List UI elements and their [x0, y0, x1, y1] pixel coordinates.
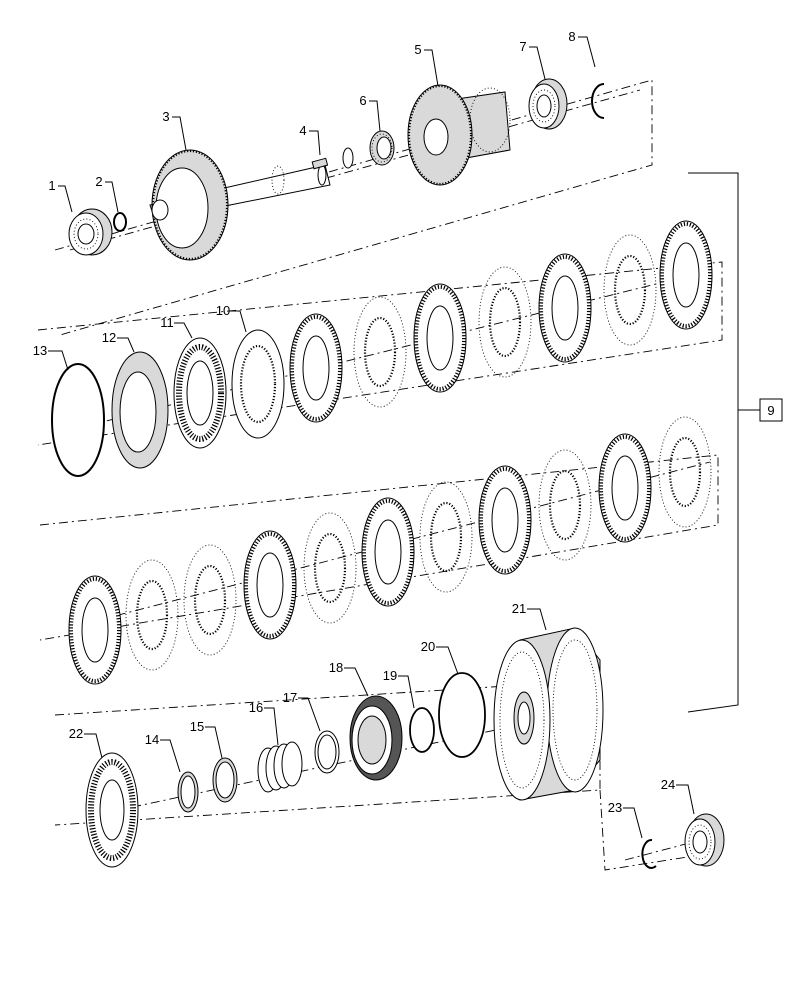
separator-plate	[538, 449, 592, 561]
callout-13: 13	[33, 343, 47, 358]
callout-11: 11	[160, 315, 174, 330]
seal-20	[438, 672, 486, 758]
separator-plate	[303, 512, 357, 624]
friction-plate	[538, 253, 592, 363]
gear-shaft-3	[149, 149, 331, 261]
piston-18	[349, 695, 403, 781]
belleville-spring-11	[173, 337, 227, 449]
frame-shaft-group	[54, 79, 653, 336]
callout-10: 10	[216, 303, 230, 318]
friction-plate	[243, 530, 297, 640]
callout-17: 17	[283, 690, 297, 705]
snap-ring-2	[113, 212, 127, 232]
snap-ring-13	[51, 363, 105, 477]
callout-9: 9	[767, 403, 774, 418]
callout-1: 1	[48, 178, 55, 193]
assembly-frames	[37, 79, 723, 871]
needle-bearing-6	[342, 130, 395, 169]
callout-24: 24	[661, 777, 675, 792]
callout-3: 3	[162, 109, 169, 124]
bearing-24	[684, 813, 725, 867]
friction-plate	[361, 497, 415, 607]
frame-piston-group	[54, 679, 601, 826]
callout-labels: 1 2 3 4 5 6 7 8 9 10 11 12 13 14 15 16 1…	[33, 29, 783, 815]
callout-7: 7	[519, 39, 526, 54]
callout-19: 19	[383, 668, 397, 683]
friction-plate	[478, 465, 532, 575]
friction-plate	[289, 313, 343, 423]
friction-plate	[659, 220, 713, 330]
callout-2: 2	[95, 174, 102, 189]
clutch-plates-row-2	[68, 416, 712, 685]
belleville-spring-22	[85, 752, 139, 868]
callout-6: 6	[359, 93, 366, 108]
callout-leaders	[48, 36, 695, 839]
frame-bearing-group	[599, 789, 701, 871]
piston-group	[85, 627, 604, 868]
snap-ring-8	[591, 83, 605, 119]
frame-plates-row-1	[37, 261, 723, 446]
bracket-item-9	[687, 172, 760, 713]
callout-20: 20	[421, 639, 435, 654]
separator-plate	[183, 544, 237, 656]
separator-plate	[419, 481, 473, 593]
friction-plate	[413, 283, 467, 393]
callout-18: 18	[329, 660, 343, 675]
bearing-1	[68, 208, 113, 256]
callout-16: 16	[249, 700, 263, 715]
clutch-plates-row-1	[51, 220, 713, 477]
bearing-group	[624, 813, 725, 869]
friction-plate	[68, 575, 122, 685]
callout-15: 15	[190, 719, 204, 734]
separator-plate	[125, 559, 179, 671]
frame-plates-row-2	[39, 454, 719, 641]
seal-19	[409, 707, 435, 753]
separator-plate	[478, 266, 532, 378]
callout-4: 4	[299, 123, 306, 138]
callout-5: 5	[414, 42, 421, 57]
callout-8: 8	[568, 29, 575, 44]
callout-22: 22	[69, 726, 83, 741]
coil-spring-16	[257, 741, 303, 793]
clutch-drum-21	[493, 627, 604, 801]
separator-plate	[603, 234, 657, 346]
ring-17	[314, 730, 340, 774]
separator-plate	[353, 296, 407, 408]
callout-21: 21	[512, 601, 526, 616]
callout-12: 12	[102, 330, 116, 345]
shaft-group	[68, 78, 641, 261]
friction-plate	[598, 433, 652, 543]
ring-14	[177, 771, 199, 813]
separator-plate	[658, 416, 712, 528]
steel-plate-10	[231, 329, 285, 439]
ring-15	[212, 757, 238, 803]
gear-5	[407, 84, 511, 186]
callout-9-box	[759, 398, 783, 422]
callout-14: 14	[145, 732, 159, 747]
backing-plate-12	[111, 351, 169, 469]
callout-23: 23	[608, 800, 622, 815]
snap-ring-23	[641, 838, 657, 869]
bearing-7	[528, 78, 568, 130]
pin-4	[311, 157, 329, 170]
